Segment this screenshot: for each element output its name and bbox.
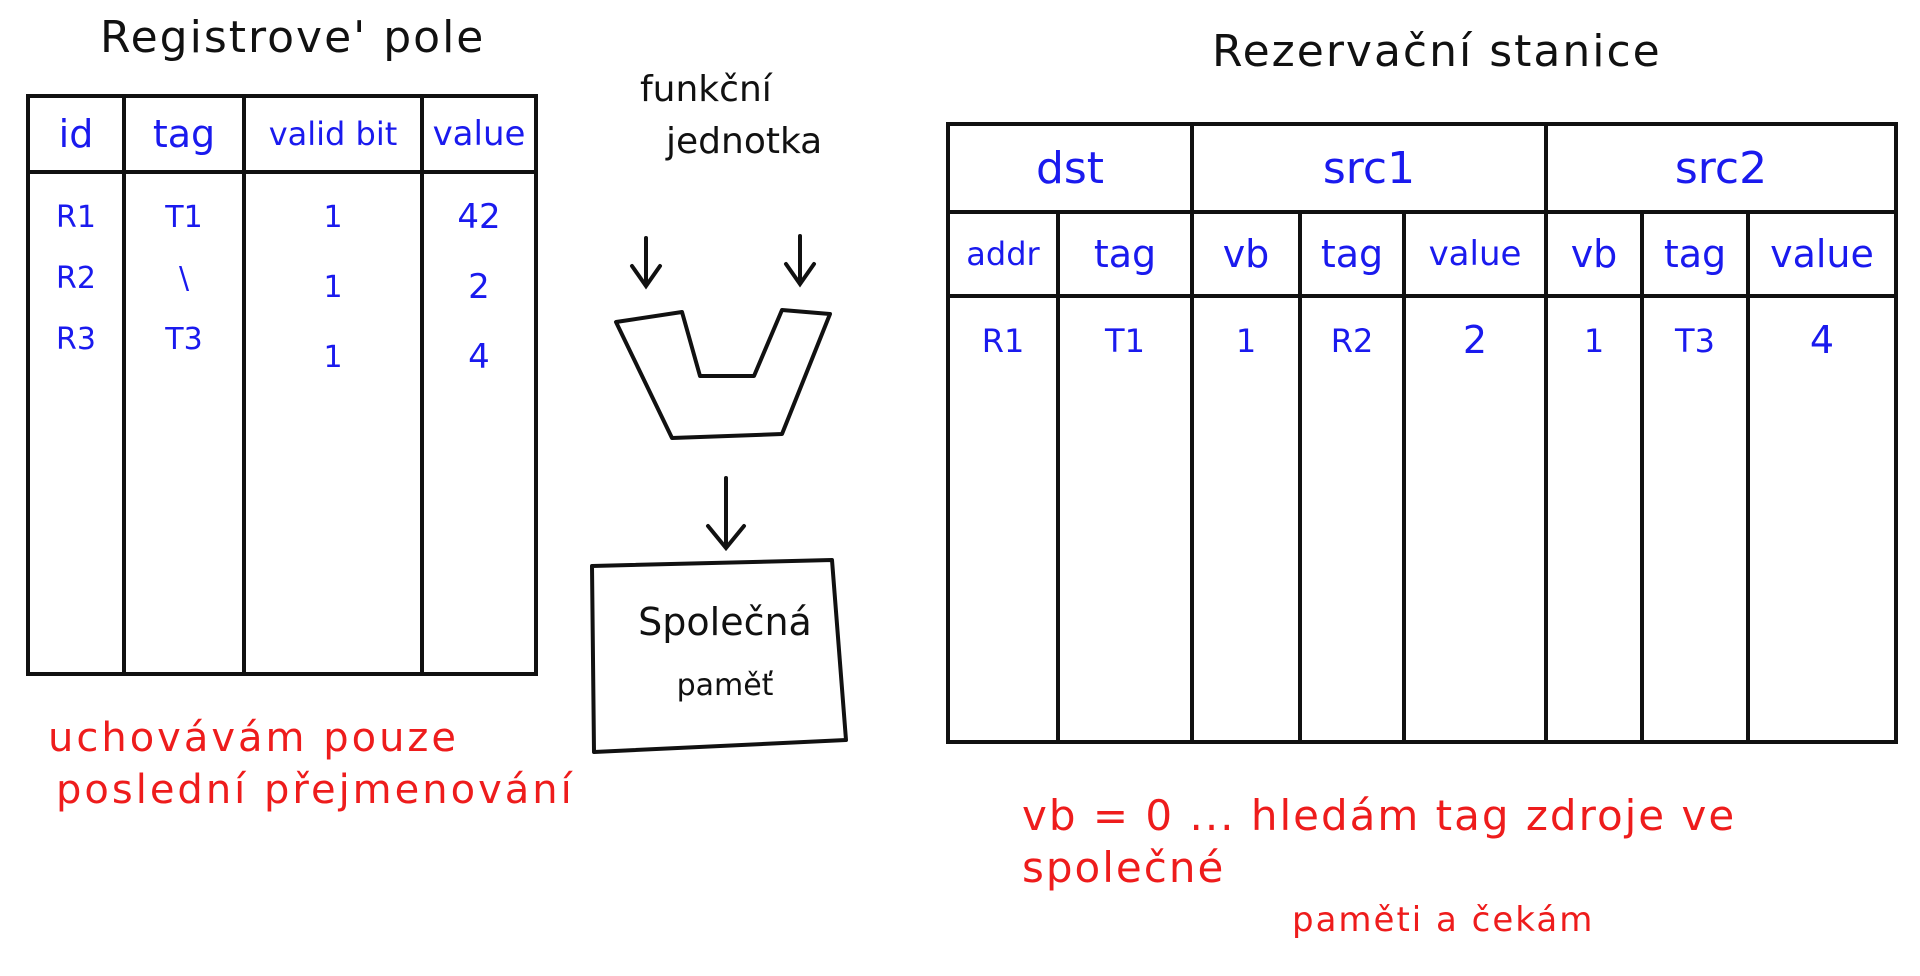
input-arrow-left: [630, 236, 662, 290]
col-value: value: [420, 94, 538, 174]
table-cell: 1: [323, 269, 343, 305]
col-id: id: [26, 94, 126, 174]
register-file-note: uchovávám pouze poslední přejmenování: [48, 712, 575, 816]
col-src2-tag: tag: [1640, 210, 1750, 298]
label-line: Společná: [638, 600, 812, 644]
table-cell: 2: [468, 267, 490, 307]
table-cell: \: [178, 260, 190, 296]
col-addr: addr: [946, 210, 1060, 298]
table-cell: 4: [1746, 296, 1898, 742]
output-arrow: [706, 476, 746, 552]
col-src1-tag: tag: [1298, 210, 1406, 298]
col-valid-bit: valid bit: [242, 94, 424, 174]
reservation-station-title: Rezervační stanice: [1212, 26, 1662, 77]
table-cell: R1: [946, 296, 1060, 742]
table-cell: R3: [56, 321, 96, 357]
label-line: funkční: [640, 69, 772, 110]
table-cell: T3: [165, 321, 203, 357]
note-line: poslední přejmenování: [56, 767, 575, 813]
input-arrow-right: [784, 234, 816, 288]
group-src1: src1: [1190, 122, 1548, 214]
functional-unit-label: funkční jednotka: [640, 64, 822, 168]
table-cell: R2: [1298, 296, 1406, 742]
register-id-column: R1 R2 R3: [26, 172, 126, 674]
col-tag: tag: [122, 94, 246, 174]
label-line: jednotka: [666, 121, 823, 162]
note-line: paměti a čekám: [1292, 900, 1595, 940]
table-cell: 1: [1190, 296, 1302, 742]
reservation-station-note: vb = 0 ... hledám tag zdroje ve společné…: [1022, 790, 1920, 946]
col-dst-tag: tag: [1056, 210, 1194, 298]
table-cell: 1: [323, 199, 343, 235]
table-cell: R2: [56, 260, 96, 296]
col-src2-value: value: [1746, 210, 1898, 298]
group-dst: dst: [946, 122, 1194, 214]
table-cell: 1: [1544, 296, 1644, 742]
table-cell: 42: [457, 197, 501, 237]
note-line: uchovávám pouze: [48, 715, 460, 761]
col-src2-vb: vb: [1544, 210, 1644, 298]
register-valid-column: 1 1 1: [242, 172, 424, 674]
table-cell: R1: [56, 199, 96, 235]
label-line: paměť: [676, 668, 774, 703]
table-cell: T3: [1640, 296, 1750, 742]
register-file-title: Registrove' pole: [100, 12, 486, 63]
register-value-column: 42 2 4: [420, 172, 538, 674]
alu-shape: [614, 308, 832, 440]
table-cell: 4: [468, 337, 490, 377]
register-tag-column: T1 \ T3: [122, 172, 246, 674]
reservation-station-table: dst src1 src2 addr tag vb tag value vb t…: [946, 122, 1898, 744]
col-src1-vb: vb: [1190, 210, 1302, 298]
register-file-table: id tag valid bit value R1 R2 R3 T1 \ T3 …: [26, 94, 538, 676]
note-line: vb = 0 ... hledám tag zdroje ve společné: [1022, 791, 1737, 892]
group-src2: src2: [1544, 122, 1898, 214]
table-cell: 1: [323, 339, 343, 375]
shared-memory-box: [590, 558, 848, 754]
col-src1-value: value: [1402, 210, 1548, 298]
table-cell: T1: [165, 199, 203, 235]
table-cell: 2: [1402, 296, 1548, 742]
shared-memory-label: Společná paměť: [620, 590, 830, 718]
table-cell: T1: [1056, 296, 1194, 742]
